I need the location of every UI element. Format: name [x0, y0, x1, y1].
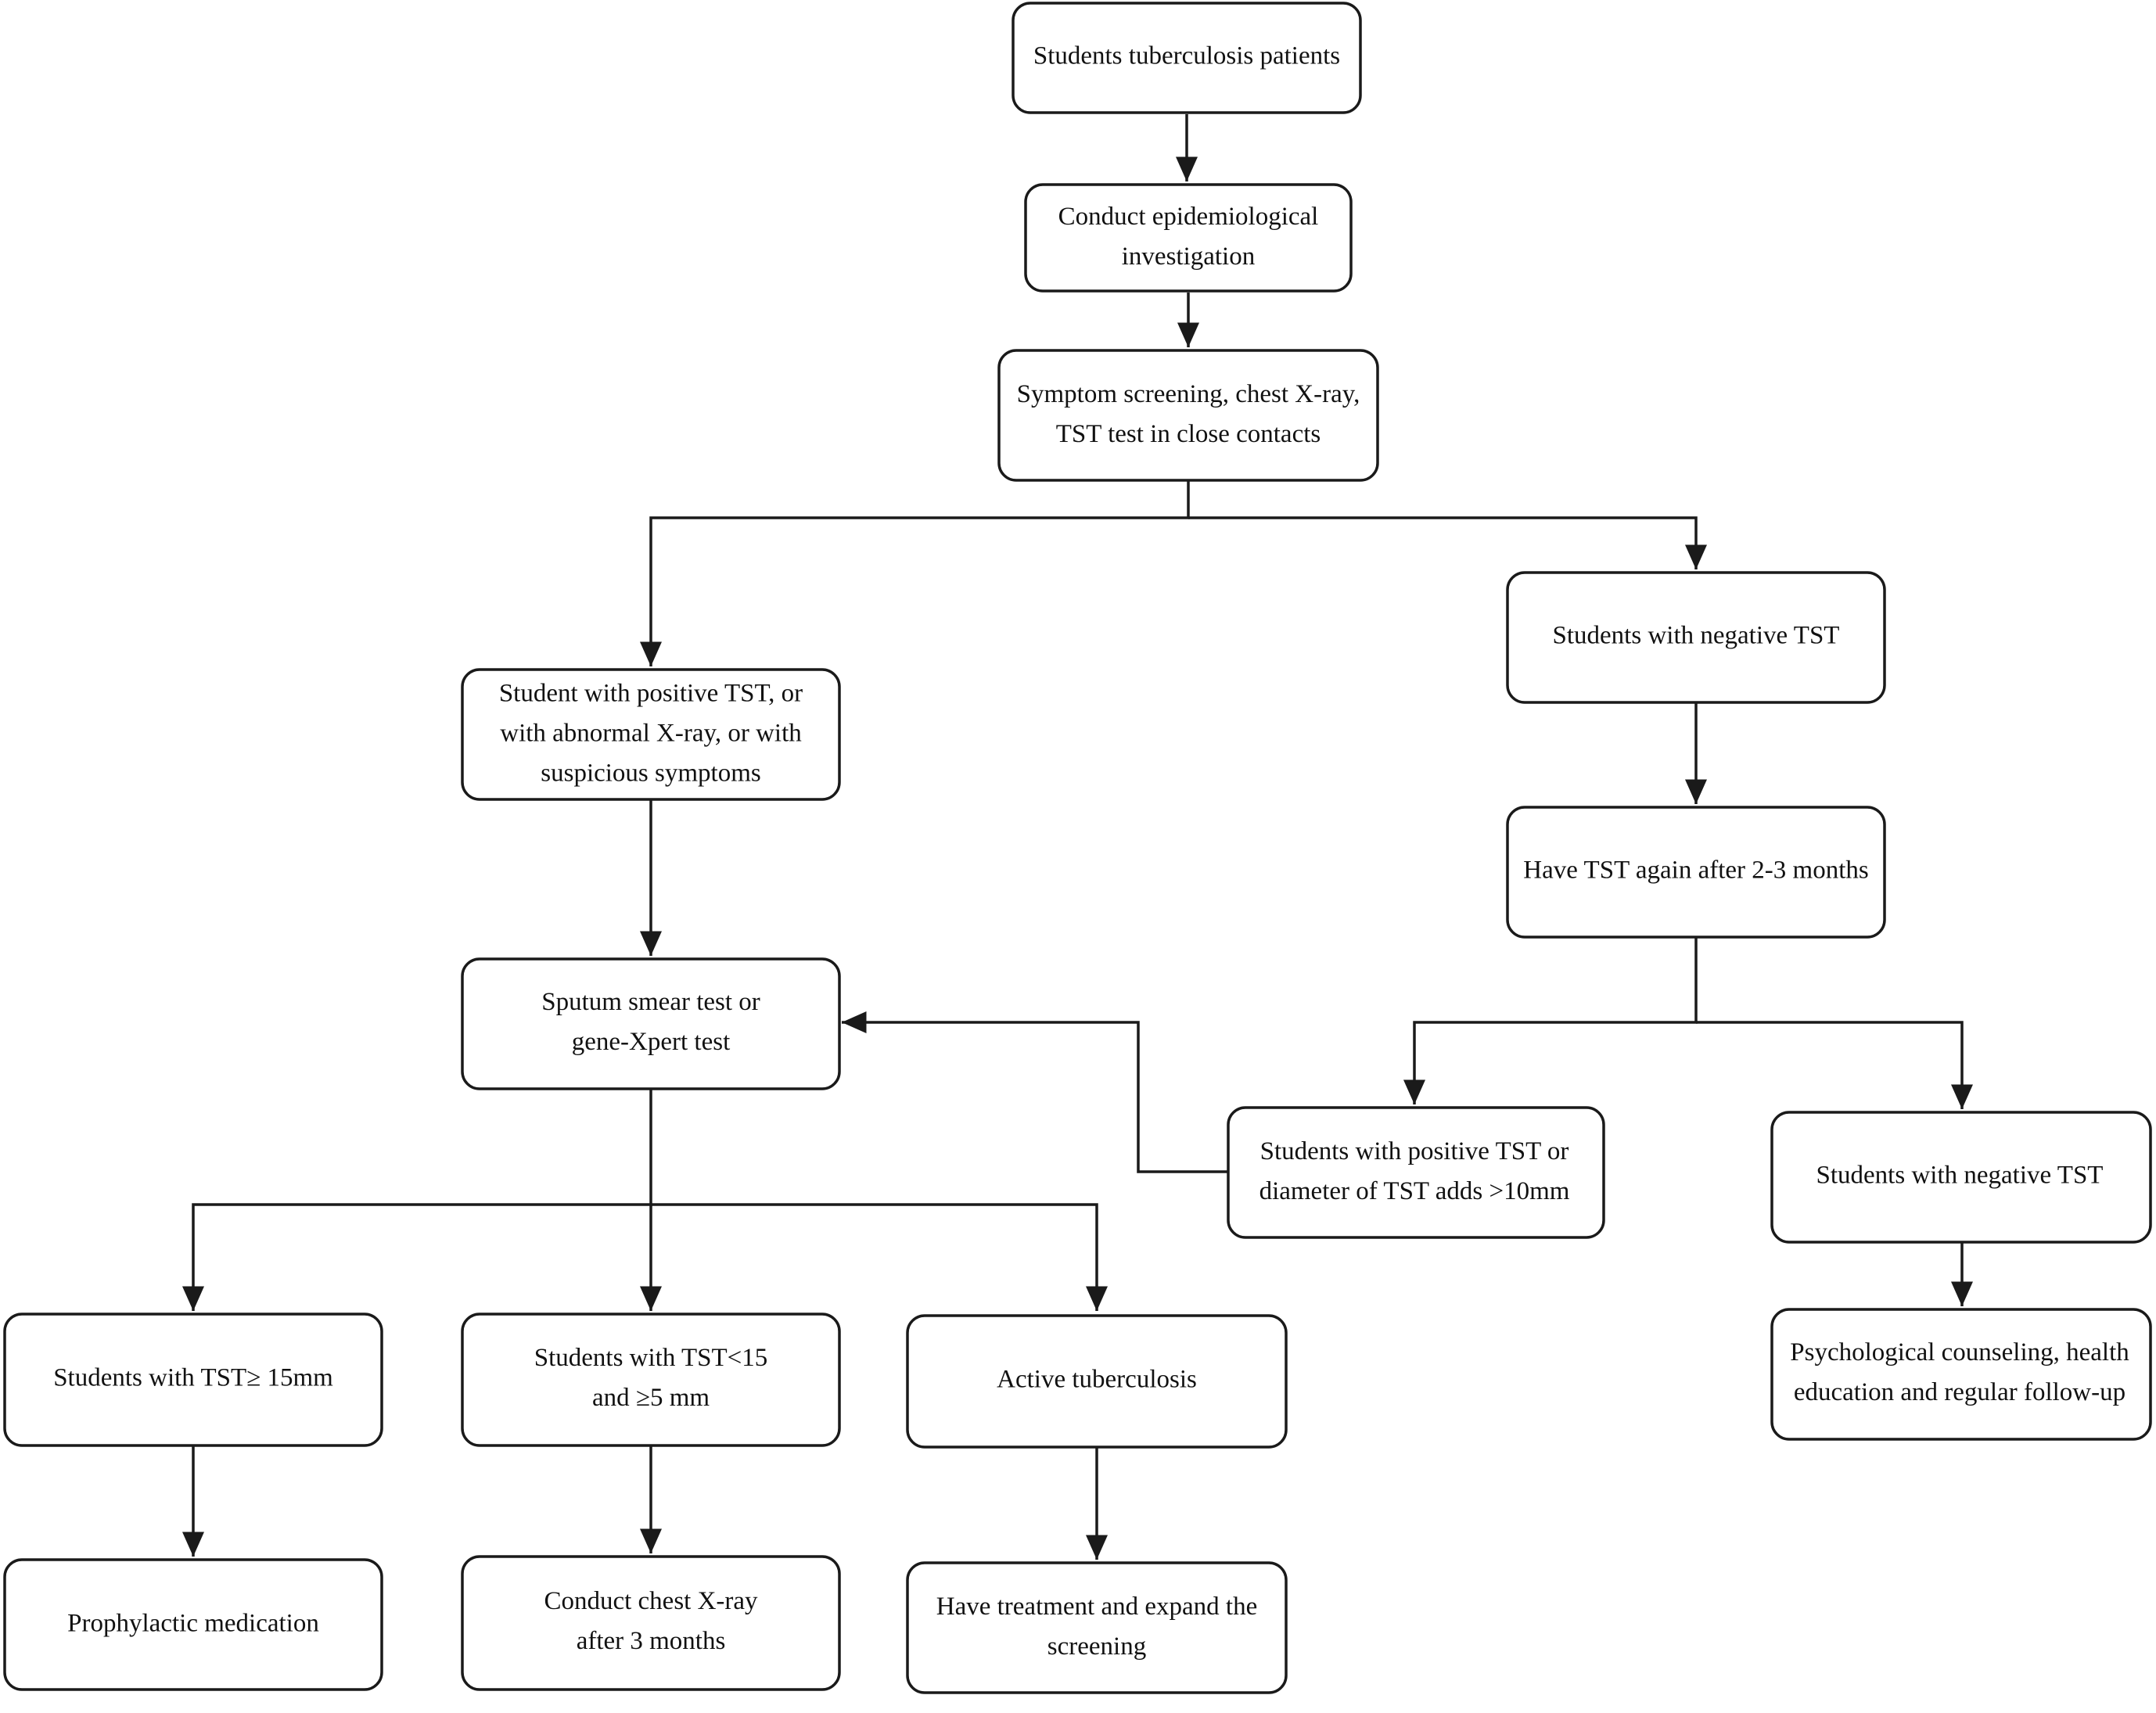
node-students-tb-patients: Students tuberculosis patients — [1012, 2, 1362, 114]
node-negative-tst-first: Students with negative TST — [1506, 571, 1886, 704]
node-label-line: Conduct epidemiological — [1058, 203, 1319, 231]
node-chest-xray-3-months: Conduct chest X-ray after 3 months — [461, 1555, 841, 1691]
node-label-line: after 3 months — [577, 1627, 726, 1655]
node-epidemiological-investigation: Conduct epidemiological investigation — [1024, 183, 1353, 293]
edge-positive-increase-to-sputum — [842, 1011, 1228, 1173]
node-label-line: Symptom screening, chest X-ray, — [1017, 380, 1360, 408]
node-label-line: Psychological counseling, health — [1790, 1338, 2129, 1366]
node-label-line: suspicious symptoms — [541, 760, 760, 788]
node-label-line: Students with negative TST — [1816, 1162, 2104, 1190]
node-label-line: Students with negative TST — [1553, 622, 1840, 650]
node-sputum-test: Sputum smear test or gene-Xpert test — [461, 957, 841, 1090]
node-label-line: Students with TST≥ 15mm — [53, 1364, 333, 1392]
node-label-line: screening — [1047, 1632, 1146, 1661]
node-label-line: education and regular follow-up — [1794, 1378, 2125, 1406]
node-label-line: and ≥5 mm — [592, 1384, 710, 1412]
node-negative-tst-second: Students with negative TST — [1770, 1111, 2152, 1244]
node-label-line: TST test in close contacts — [1056, 420, 1321, 448]
edge-tst-again-to-positive-increase — [1403, 937, 1698, 1104]
node-label-line: investigation — [1122, 242, 1255, 271]
node-positive-tst-or-abnormal: Student with positive TST, or with abnorm… — [461, 668, 841, 801]
edge-screening-to-negative-tst — [1188, 516, 1707, 569]
node-treatment-expand: Have treatment and expand the screening — [906, 1561, 1288, 1694]
node-positive-tst-increase: Students with positive TST or diameter of… — [1227, 1106, 1605, 1239]
node-active-tb: Active tuberculosis — [906, 1314, 1288, 1449]
node-label-line: diameter of TST adds >10mm — [1259, 1177, 1570, 1205]
node-label-line: gene-Xpert test — [572, 1028, 731, 1056]
edge-sputum-to-tst-ge-15 — [182, 1089, 652, 1311]
node-label-line: Prophylactic medication — [67, 1610, 319, 1638]
edge-tst-again-to-negative-tst — [1696, 1021, 1973, 1109]
node-label-line: Students tuberculosis patients — [1033, 42, 1340, 70]
node-tst-again: Have TST again after 2-3 months — [1506, 806, 1886, 939]
node-psychological-counseling: Psychological counseling, health educatio… — [1770, 1308, 2152, 1441]
node-prophylactic-medication: Prophylactic medication — [3, 1558, 383, 1691]
node-label-line: Student with positive TST, or — [499, 680, 803, 708]
edge-screening-to-positive-tst — [640, 480, 1190, 666]
node-label-line: Have TST again after 2-3 months — [1523, 856, 1868, 885]
node-label-line: Sputum smear test or — [541, 988, 760, 1016]
node-label-line: with abnormal X-ray, or with — [500, 720, 802, 748]
edge-sputum-to-active-tb — [651, 1203, 1108, 1311]
connectors — [182, 114, 1973, 1560]
node-tst-5-to-15: Students with TST<15 and ≥5 mm — [461, 1313, 841, 1447]
node-label-line: Students with positive TST or — [1260, 1137, 1569, 1165]
node-label-line: Active tuberculosis — [997, 1366, 1197, 1394]
node-label-line: Have treatment and expand the — [936, 1593, 1258, 1621]
node-symptom-screening: Symptom screening, chest X-ray, TST test … — [997, 349, 1379, 482]
node-label-line: Students with TST<15 — [534, 1344, 768, 1372]
node-tst-ge-15: Students with TST≥ 15mm — [3, 1313, 383, 1447]
node-label-line: Conduct chest X-ray — [544, 1587, 758, 1615]
